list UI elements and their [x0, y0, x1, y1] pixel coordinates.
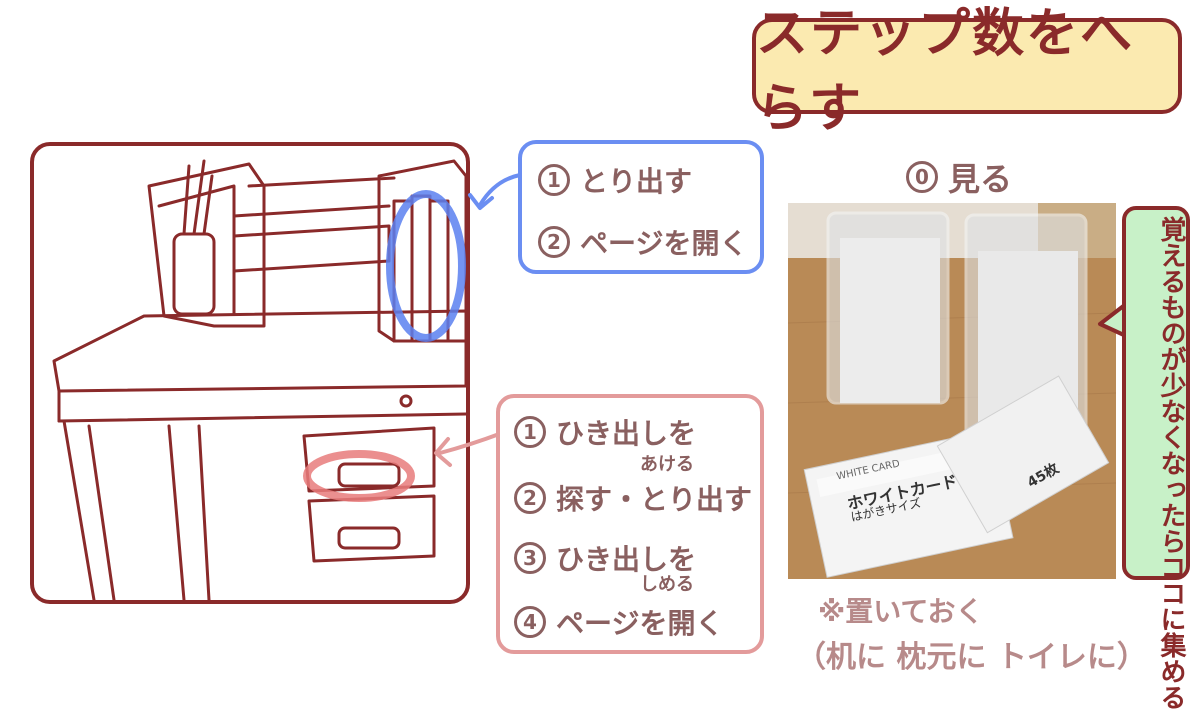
- step-label: とり出す: [580, 165, 693, 198]
- blue-arrow: [468, 173, 522, 210]
- step-label: ページを開く: [556, 607, 724, 640]
- drawer-highlight: [303, 450, 415, 502]
- drawer-step-4: 4 ページを開く: [514, 602, 723, 642]
- page-title: ステップ数をへらす: [756, 4, 1135, 139]
- bubble-tail: [1098, 302, 1128, 338]
- drawer-step-3: 3 ひき出しを: [514, 538, 696, 578]
- step-number: 3: [514, 542, 546, 574]
- left-bookend-shape: [147, 162, 266, 328]
- step-number: 2: [514, 482, 546, 514]
- desk-illustration: [30, 142, 470, 604]
- photo-drawing: [788, 203, 1116, 579]
- desk-step-1: 1 とり出す: [538, 160, 692, 200]
- title-box: ステップ数をへらす: [752, 4, 1182, 139]
- step-zero: 0 見る: [906, 154, 1012, 200]
- step-label: ひき出しを: [556, 543, 697, 576]
- step-sub-label: しめる: [640, 574, 694, 595]
- step-number: 4: [514, 606, 546, 638]
- books-highlight: [386, 190, 466, 342]
- drawer-steps-callout: 1 ひき出しを あける 2 探す・とり出す 3 ひき出しを しめる 4 ページを…: [496, 394, 764, 654]
- speech-bubble-text: 覚えるものが少なくなったら ココに集める: [1126, 216, 1186, 710]
- placement-note: ※置いておく: [818, 595, 984, 628]
- step-number: 0: [906, 161, 938, 193]
- desk-drawing: [52, 159, 466, 600]
- step-label: 探す・とり出す: [556, 483, 753, 516]
- card-holder-photo: WHITE CARD ホワイトカード はがきサイズ 45枚: [788, 203, 1116, 579]
- step-sub-label: あける: [640, 454, 694, 475]
- drawer-step-1: 1 ひき出しを: [514, 412, 696, 452]
- placement-examples: （机に 枕元に トイレに）: [796, 640, 1147, 675]
- step-label: ページを開く: [580, 227, 748, 260]
- step-number: 1: [514, 416, 546, 448]
- bubble-line-1: 覚えるものが少なくなったら: [1156, 216, 1186, 554]
- drawer-step-2: 2 探す・とり出す: [514, 478, 752, 518]
- speech-bubble: 覚えるものが少なくなったら ココに集める: [1122, 206, 1190, 710]
- step-number: 1: [538, 164, 570, 196]
- desk-steps-callout: 1 とり出す 2 ページを開く: [518, 140, 764, 274]
- desk-step-2: 2 ページを開く: [538, 222, 747, 262]
- step-label: ひき出しを: [556, 417, 697, 450]
- step-label: 見る: [948, 160, 1013, 198]
- step-number: 2: [538, 226, 570, 258]
